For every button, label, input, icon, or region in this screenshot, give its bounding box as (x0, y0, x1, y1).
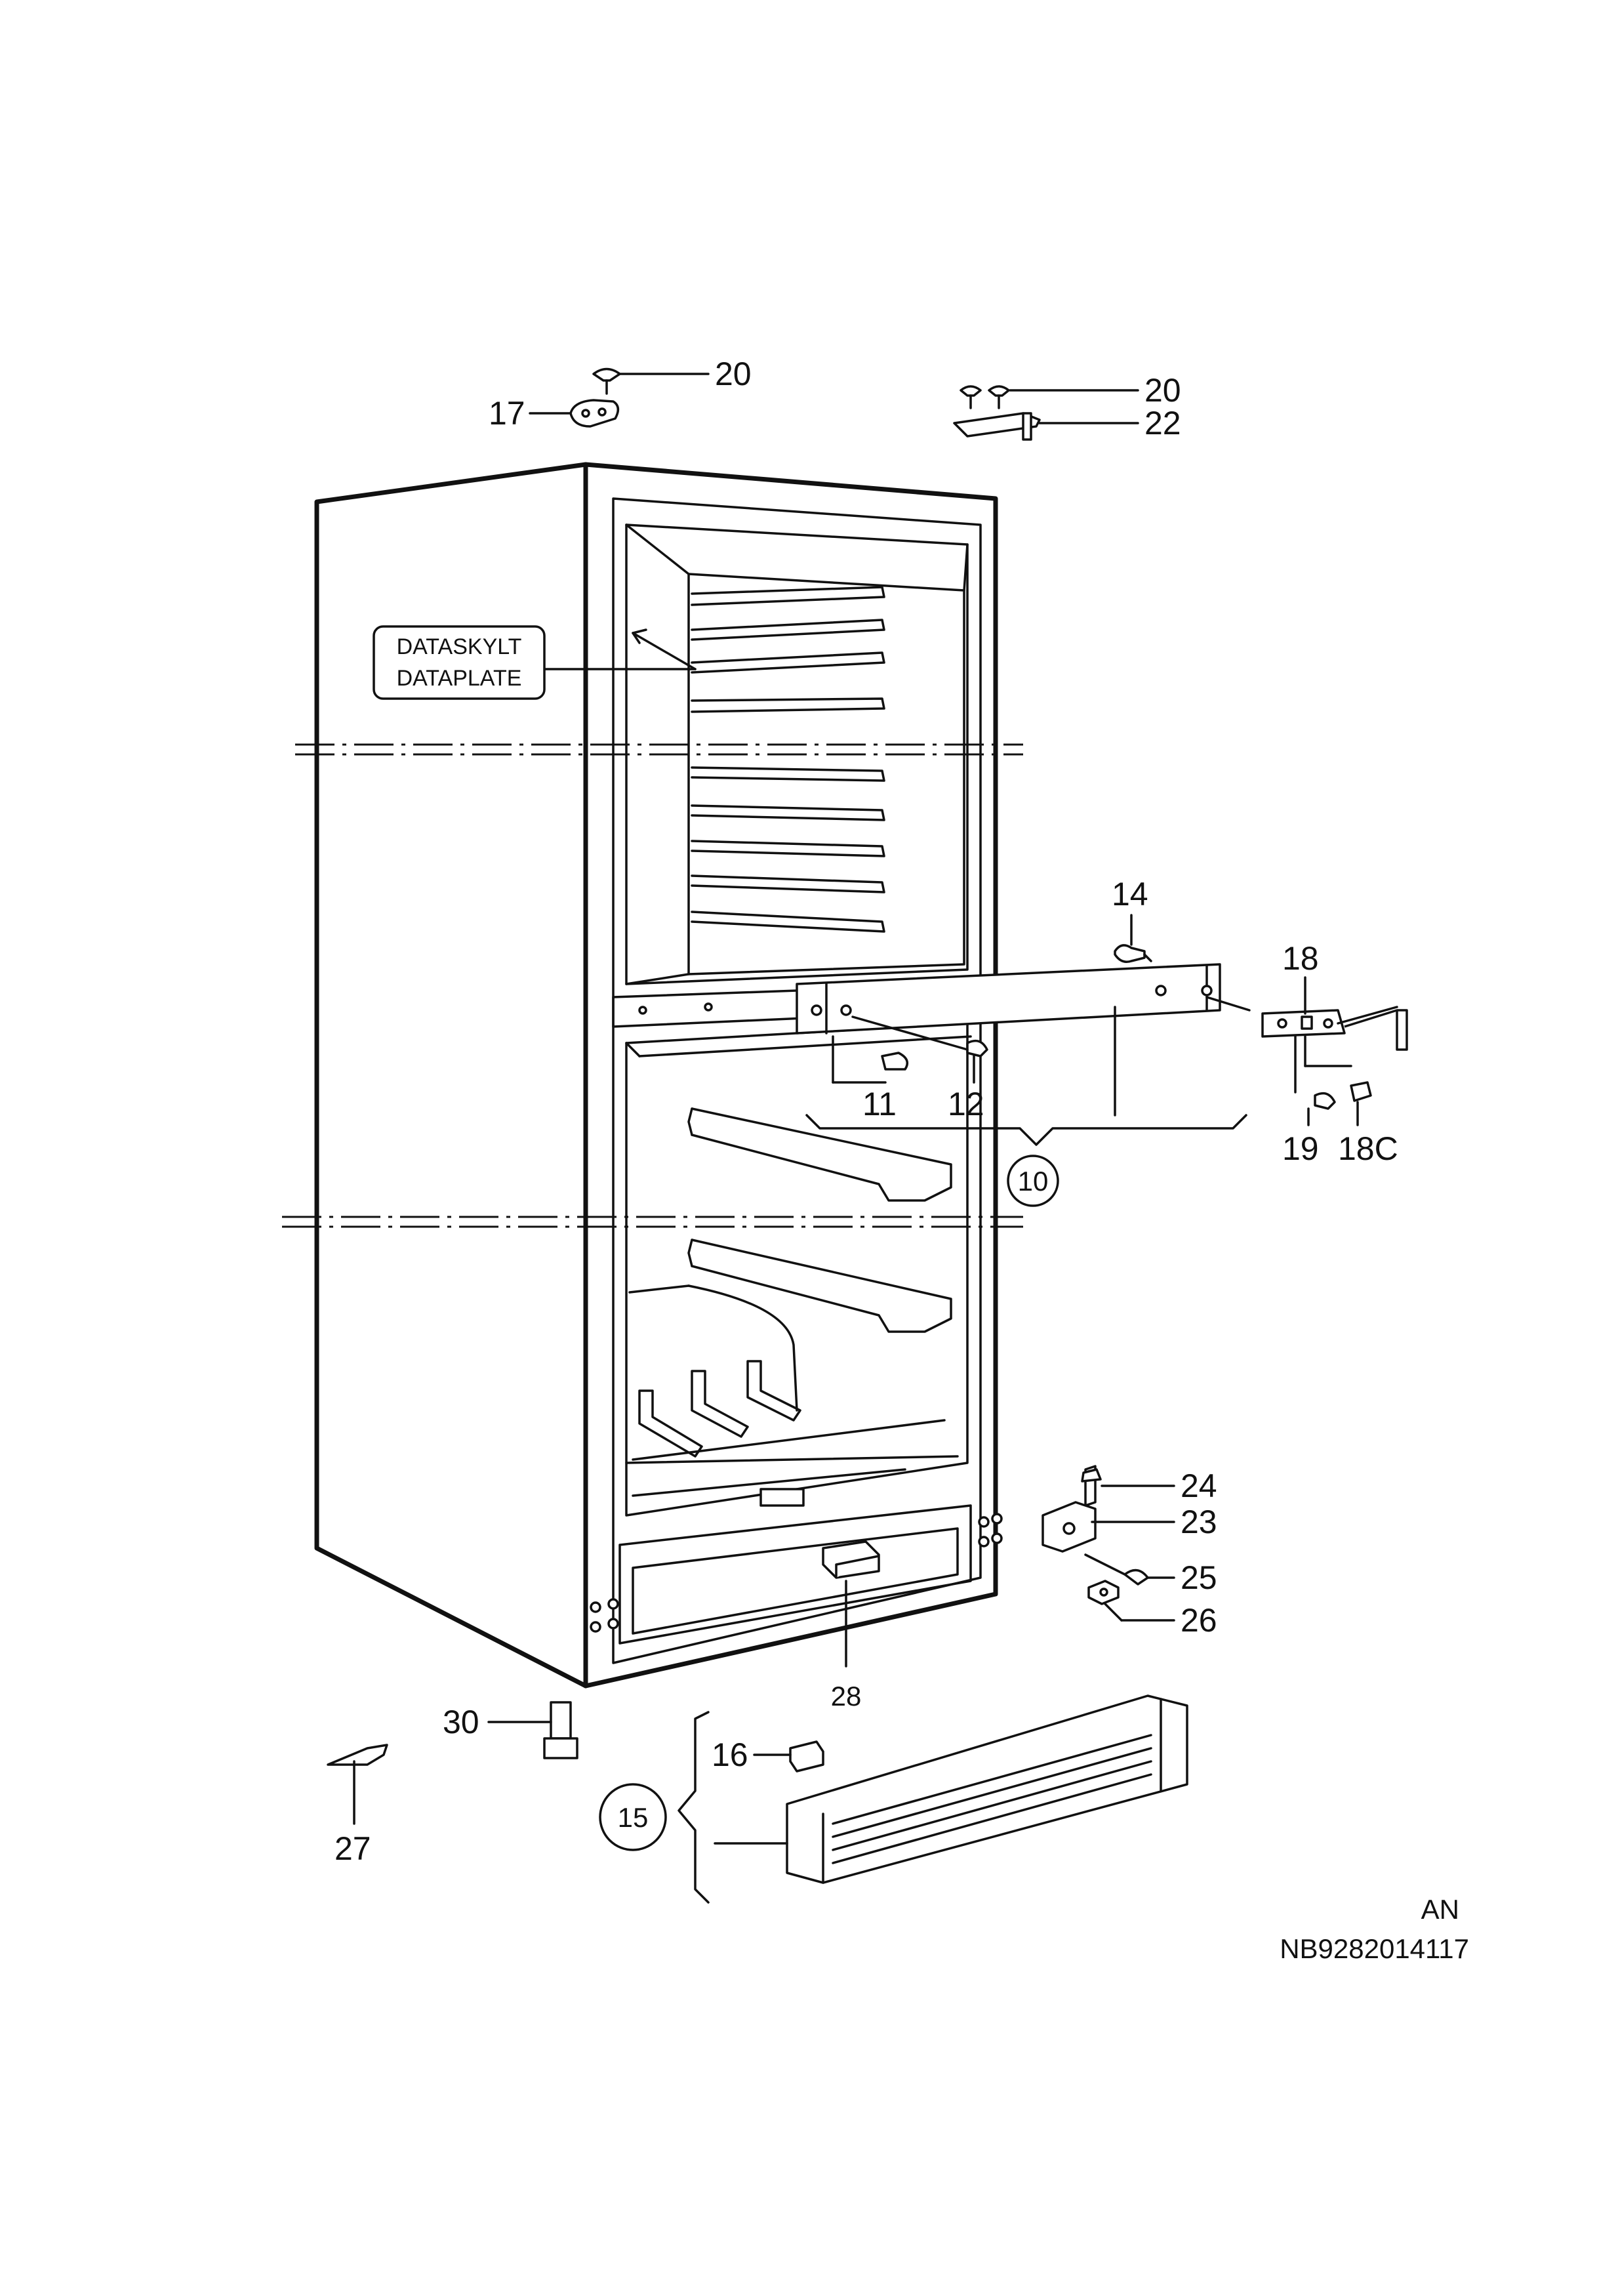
callout-10: 10 (1018, 1166, 1049, 1197)
callout-19: 19 (1282, 1130, 1319, 1167)
tool-part (327, 1744, 388, 1825)
callout-27: 27 (334, 1830, 371, 1867)
callout-labels: 20 17 20 22 14 18 11 12 19 18C 10 24 23 … (334, 356, 1398, 1867)
callout-circle-15 (599, 1783, 667, 1851)
callout-25: 25 (1181, 1559, 1217, 1596)
top-hinge-right-parts (953, 385, 1041, 441)
callout-20-top-left: 20 (715, 356, 752, 392)
callout-12: 12 (948, 1086, 984, 1122)
callout-24: 24 (1181, 1467, 1217, 1504)
callout-14: 14 (1112, 876, 1148, 912)
drawing-number: NB9282014117 (1280, 1933, 1469, 1964)
footer: AN NB9282014117 (1280, 1894, 1469, 1964)
top-hinge-left-parts (569, 367, 621, 428)
callout-26: 26 (1181, 1602, 1217, 1639)
cabinet (314, 462, 1003, 1689)
callout-22: 22 (1144, 405, 1181, 441)
variant-code: AN (1421, 1894, 1459, 1925)
callout-18c: 18C (1338, 1130, 1398, 1167)
callout-17: 17 (489, 395, 525, 432)
callout-11: 11 (862, 1086, 897, 1122)
callout-15: 15 (618, 1802, 649, 1833)
callout-18: 18 (1282, 940, 1319, 977)
callout-23: 23 (1181, 1504, 1217, 1540)
callout-circle-10 (1007, 1155, 1059, 1207)
callout-28: 28 (831, 1681, 862, 1712)
callout-30: 30 (443, 1704, 479, 1740)
callout-20-top-right: 20 (1144, 372, 1181, 409)
section-break-lines (282, 743, 1023, 1228)
dataplate-line-2: DATAPLATE (397, 666, 522, 691)
adjustable-foot (543, 1701, 578, 1759)
leader-lines (487, 373, 1359, 1845)
dataplate-label-box: DATASKYLT DATAPLATE (373, 625, 546, 700)
dataplate-line-1: DATASKYLT (397, 634, 522, 659)
plinth-assembly (678, 1694, 1188, 1904)
bottom-hinge-parts (1042, 1465, 1149, 1605)
callout-16: 16 (712, 1736, 748, 1773)
